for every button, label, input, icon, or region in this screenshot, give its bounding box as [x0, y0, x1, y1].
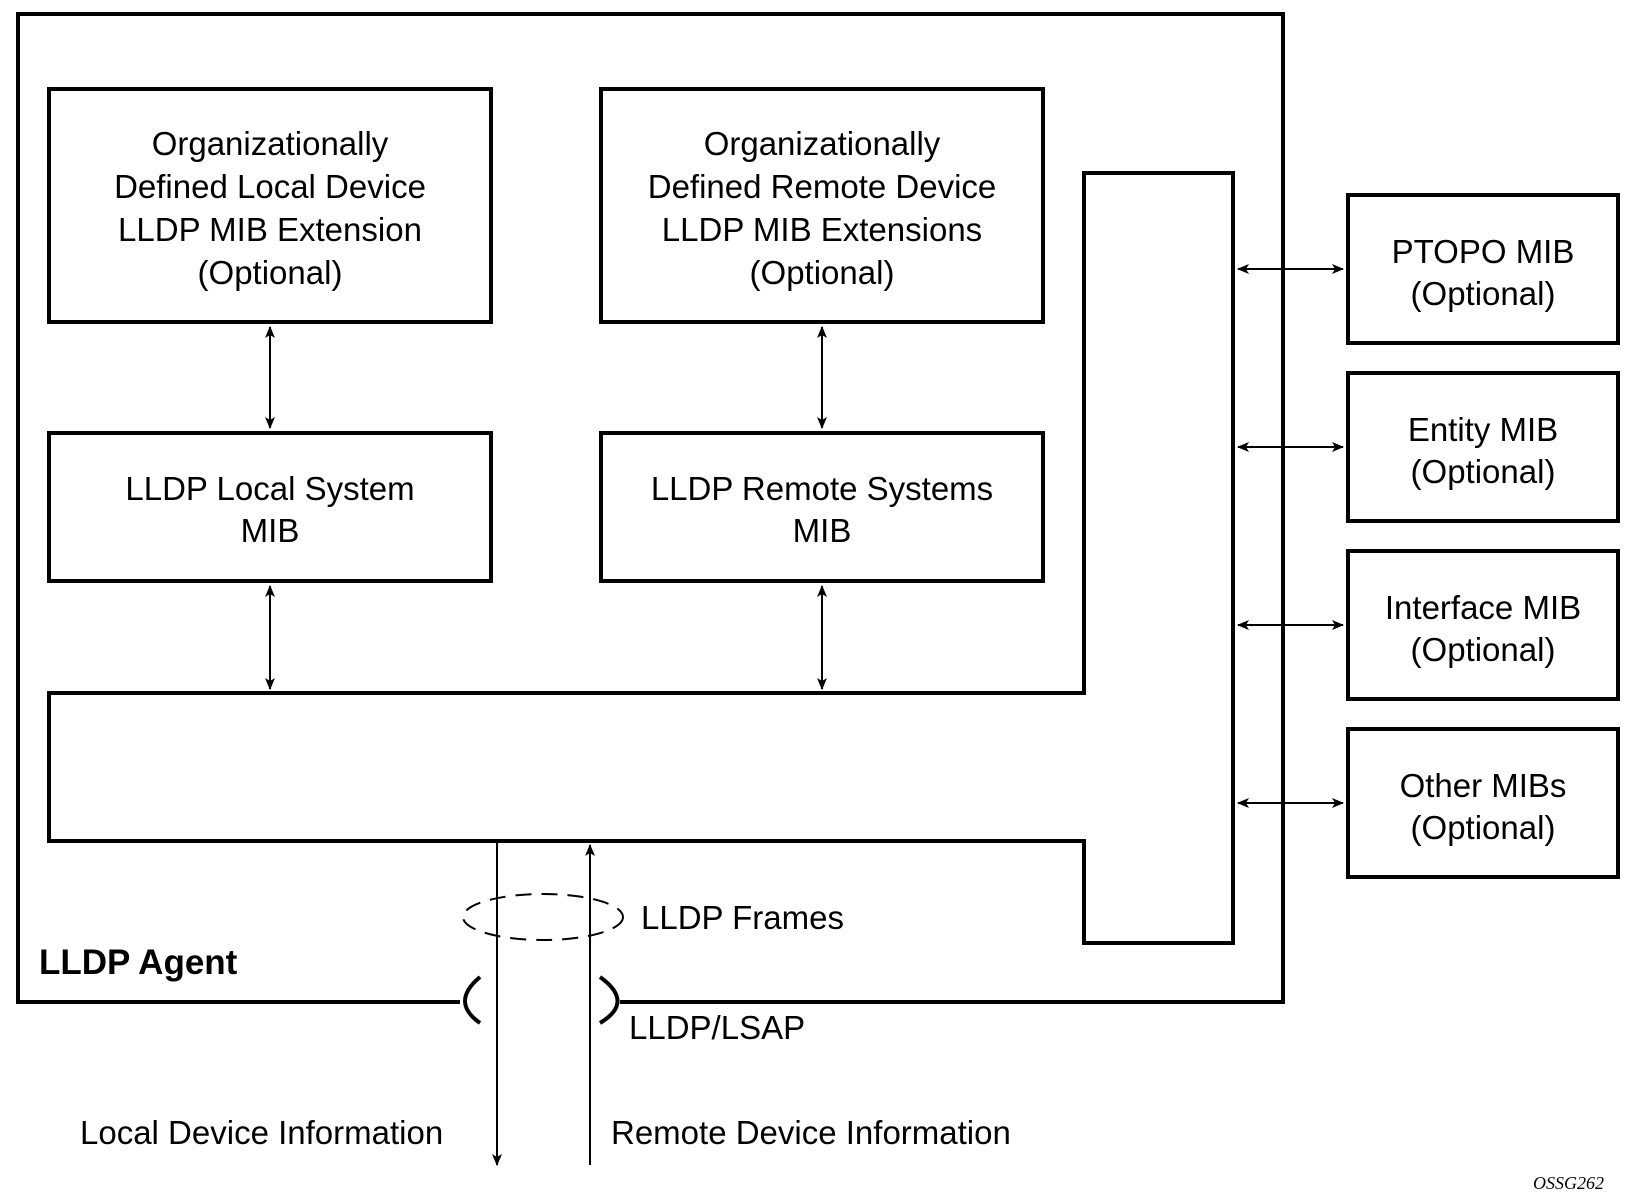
lldp-frames-ellipse [462, 893, 624, 941]
external-mib-interface: Interface MIB (Optional) [1346, 549, 1620, 701]
org-remote-line-1: Organizationally [704, 125, 941, 162]
org-local-ext-box [47, 87, 493, 324]
other-mibs-name: Other MIBs [1400, 767, 1567, 804]
ptopo-mib-name: PTOPO MIB [1392, 233, 1575, 270]
remote-systems-mib-box [599, 431, 1045, 583]
lldp-bus-shape [47, 171, 1235, 945]
external-mib-ptopo: PTOPO MIB (Optional) [1346, 193, 1620, 345]
org-local-line-4: (Optional) [198, 254, 343, 291]
external-mib-other: Other MIBs (Optional) [1346, 727, 1620, 879]
interface-mib-note: (Optional) [1411, 631, 1556, 668]
lldp-agent-label: LLDP Agent [39, 943, 238, 982]
external-mib-entity: Entity MIB (Optional) [1346, 371, 1620, 523]
entity-mib-note: (Optional) [1411, 453, 1556, 490]
local-system-line-2: MIB [241, 512, 300, 549]
remote-systems-line-1: LLDP Remote Systems [651, 470, 993, 507]
lsap-right-bracket [598, 975, 620, 1025]
entity-mib-name: Entity MIB [1408, 411, 1558, 448]
remote-systems-line-2: MIB [793, 512, 852, 549]
org-remote-ext-box [599, 87, 1045, 324]
other-mibs-note: (Optional) [1411, 809, 1556, 846]
remote-device-info-label: Remote Device Information [611, 1114, 1011, 1151]
lldp-lsap-label: LLDP/LSAP [629, 1009, 805, 1046]
local-system-mib-box [47, 431, 493, 583]
org-remote-line-4: (Optional) [750, 254, 895, 291]
org-local-line-3: LLDP MIB Extension [118, 211, 422, 248]
org-local-line-1: Organizationally [152, 125, 389, 162]
local-system-line-1: LLDP Local System [125, 470, 414, 507]
local-device-info-label: Local Device Information [80, 1114, 443, 1151]
lldp-agent-frame [16, 12, 1285, 1004]
org-local-line-2: Defined Local Device [114, 168, 426, 205]
figure-id: OSSG262 [1533, 1173, 1604, 1193]
ptopo-mib-note: (Optional) [1411, 275, 1556, 312]
lsap-left-bracket [463, 975, 482, 1025]
interface-mib-name: Interface MIB [1385, 589, 1581, 626]
org-remote-line-2: Defined Remote Device [648, 168, 997, 205]
org-remote-line-3: LLDP MIB Extensions [662, 211, 982, 248]
lldp-frames-label: LLDP Frames [641, 899, 844, 936]
